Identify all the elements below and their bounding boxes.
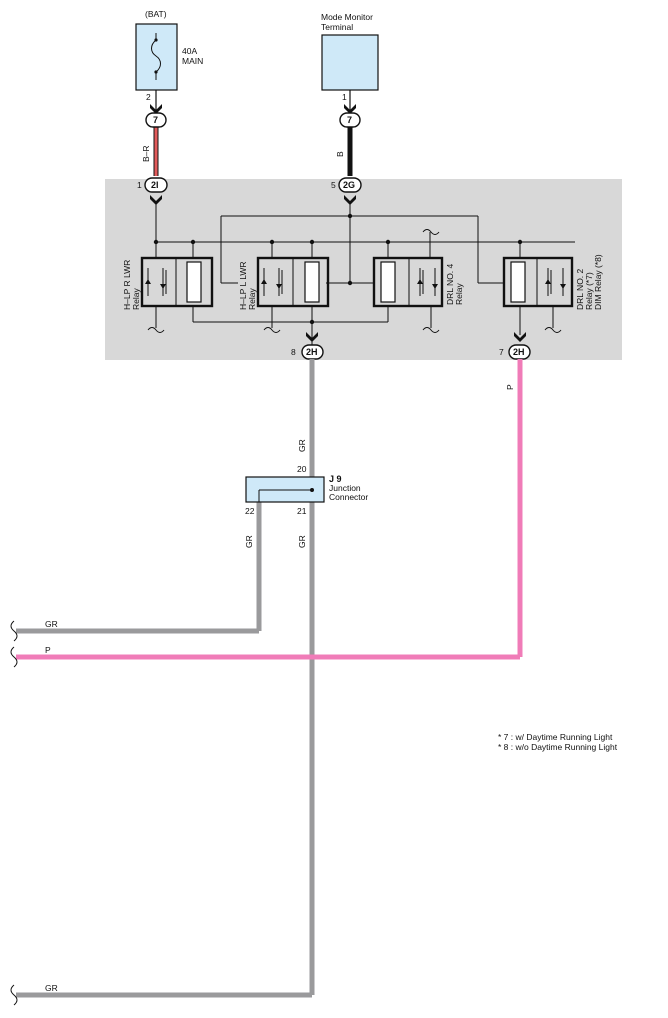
- relay-block-panel: [105, 179, 622, 360]
- fuse-name-label: MAIN: [182, 56, 203, 66]
- junction-dots: [153, 213, 523, 325]
- connector-2i: [144, 177, 168, 205]
- relay-block-wiring: [155, 204, 575, 345]
- wire-p: [16, 359, 523, 660]
- junction-label-line2: Connector: [329, 492, 368, 502]
- mode-monitor-terminal-box: [321, 34, 379, 91]
- junction-pin-top: 20: [297, 464, 307, 474]
- wire-label-b-r: B–R: [141, 145, 151, 162]
- wire-label-gr-left: GR: [244, 535, 254, 548]
- wire-label-gr-upper: GR: [297, 439, 307, 452]
- output-label-gr-2: GR: [45, 983, 58, 993]
- relay-drl-no-4: [372, 256, 444, 308]
- connector-2h-left-pin: 8: [291, 347, 296, 357]
- relay1-label-line2: Relay: [131, 288, 141, 310]
- connector-2g-code: 2G: [343, 180, 355, 190]
- output-label-gr-1: GR: [45, 619, 58, 629]
- break-symbols: [147, 229, 562, 333]
- relay4-label-line3: DIM Relay (*8): [593, 254, 603, 310]
- monitor-label-line2: Terminal: [321, 22, 353, 32]
- junction-label-line1: Junction: [329, 483, 361, 493]
- battery-pin: 2: [146, 92, 151, 102]
- fuse-icon: [151, 33, 161, 80]
- connector-7-mid: [339, 104, 361, 128]
- connector-2g: [338, 177, 362, 205]
- monitor-pin: 1: [342, 92, 347, 102]
- junction-pin-left: 22: [245, 506, 255, 516]
- left-break-symbols: [10, 620, 18, 1006]
- connector-2h-left-code: 2H: [306, 347, 318, 357]
- wire-label-p-vertical: P: [505, 384, 515, 390]
- connector-7-left-code: 7: [153, 115, 158, 125]
- relay2-label-line2: Relay: [247, 288, 257, 310]
- connector-7-mid-code: 7: [347, 115, 352, 125]
- relay4-label-line1: DRL NO. 2: [575, 268, 585, 310]
- junction-id: J 9: [329, 474, 342, 484]
- wire-label-b: B: [335, 151, 345, 157]
- relay3-label-line2: Relay: [454, 283, 464, 305]
- junction-connector-j9: [245, 476, 325, 503]
- relay-h-lp-r-lwr: [140, 256, 214, 308]
- junction-pin-right: 21: [297, 506, 307, 516]
- wire-label-gr-right: GR: [297, 535, 307, 548]
- wire-gr-main: [16, 359, 315, 998]
- relay1-label-line1: H–LP R LWR: [122, 260, 132, 310]
- output-label-p: P: [45, 645, 51, 655]
- connector-2i-code: 2I: [151, 180, 159, 190]
- monitor-label-line1: Mode Monitor: [321, 12, 373, 22]
- fuse-amp-label: 40A: [182, 46, 197, 56]
- connector-2i-pin: 1: [137, 180, 142, 190]
- relay2-label-line1: H–LP L LWR: [238, 261, 248, 310]
- connector-2h-right-pin: 7: [499, 347, 504, 357]
- note-no-daytime-running-light: * 8 : w/o Daytime Running Light: [498, 742, 618, 752]
- connector-7-left: [145, 104, 167, 128]
- relay-h-lp-l-lwr: [256, 256, 330, 308]
- relay4-label-line2: Relay (*7): [584, 272, 594, 310]
- note-daytime-running-light: * 7 : w/ Daytime Running Light: [498, 732, 613, 742]
- connector-2g-pin: 5: [331, 180, 336, 190]
- relay3-label-line1: DRL NO. 4: [445, 263, 455, 305]
- relay-drl-no-2: [502, 256, 574, 308]
- battery-label: (BAT): [145, 9, 167, 19]
- battery-fuse-box: [135, 23, 178, 91]
- connector-2h-right-code: 2H: [513, 347, 525, 357]
